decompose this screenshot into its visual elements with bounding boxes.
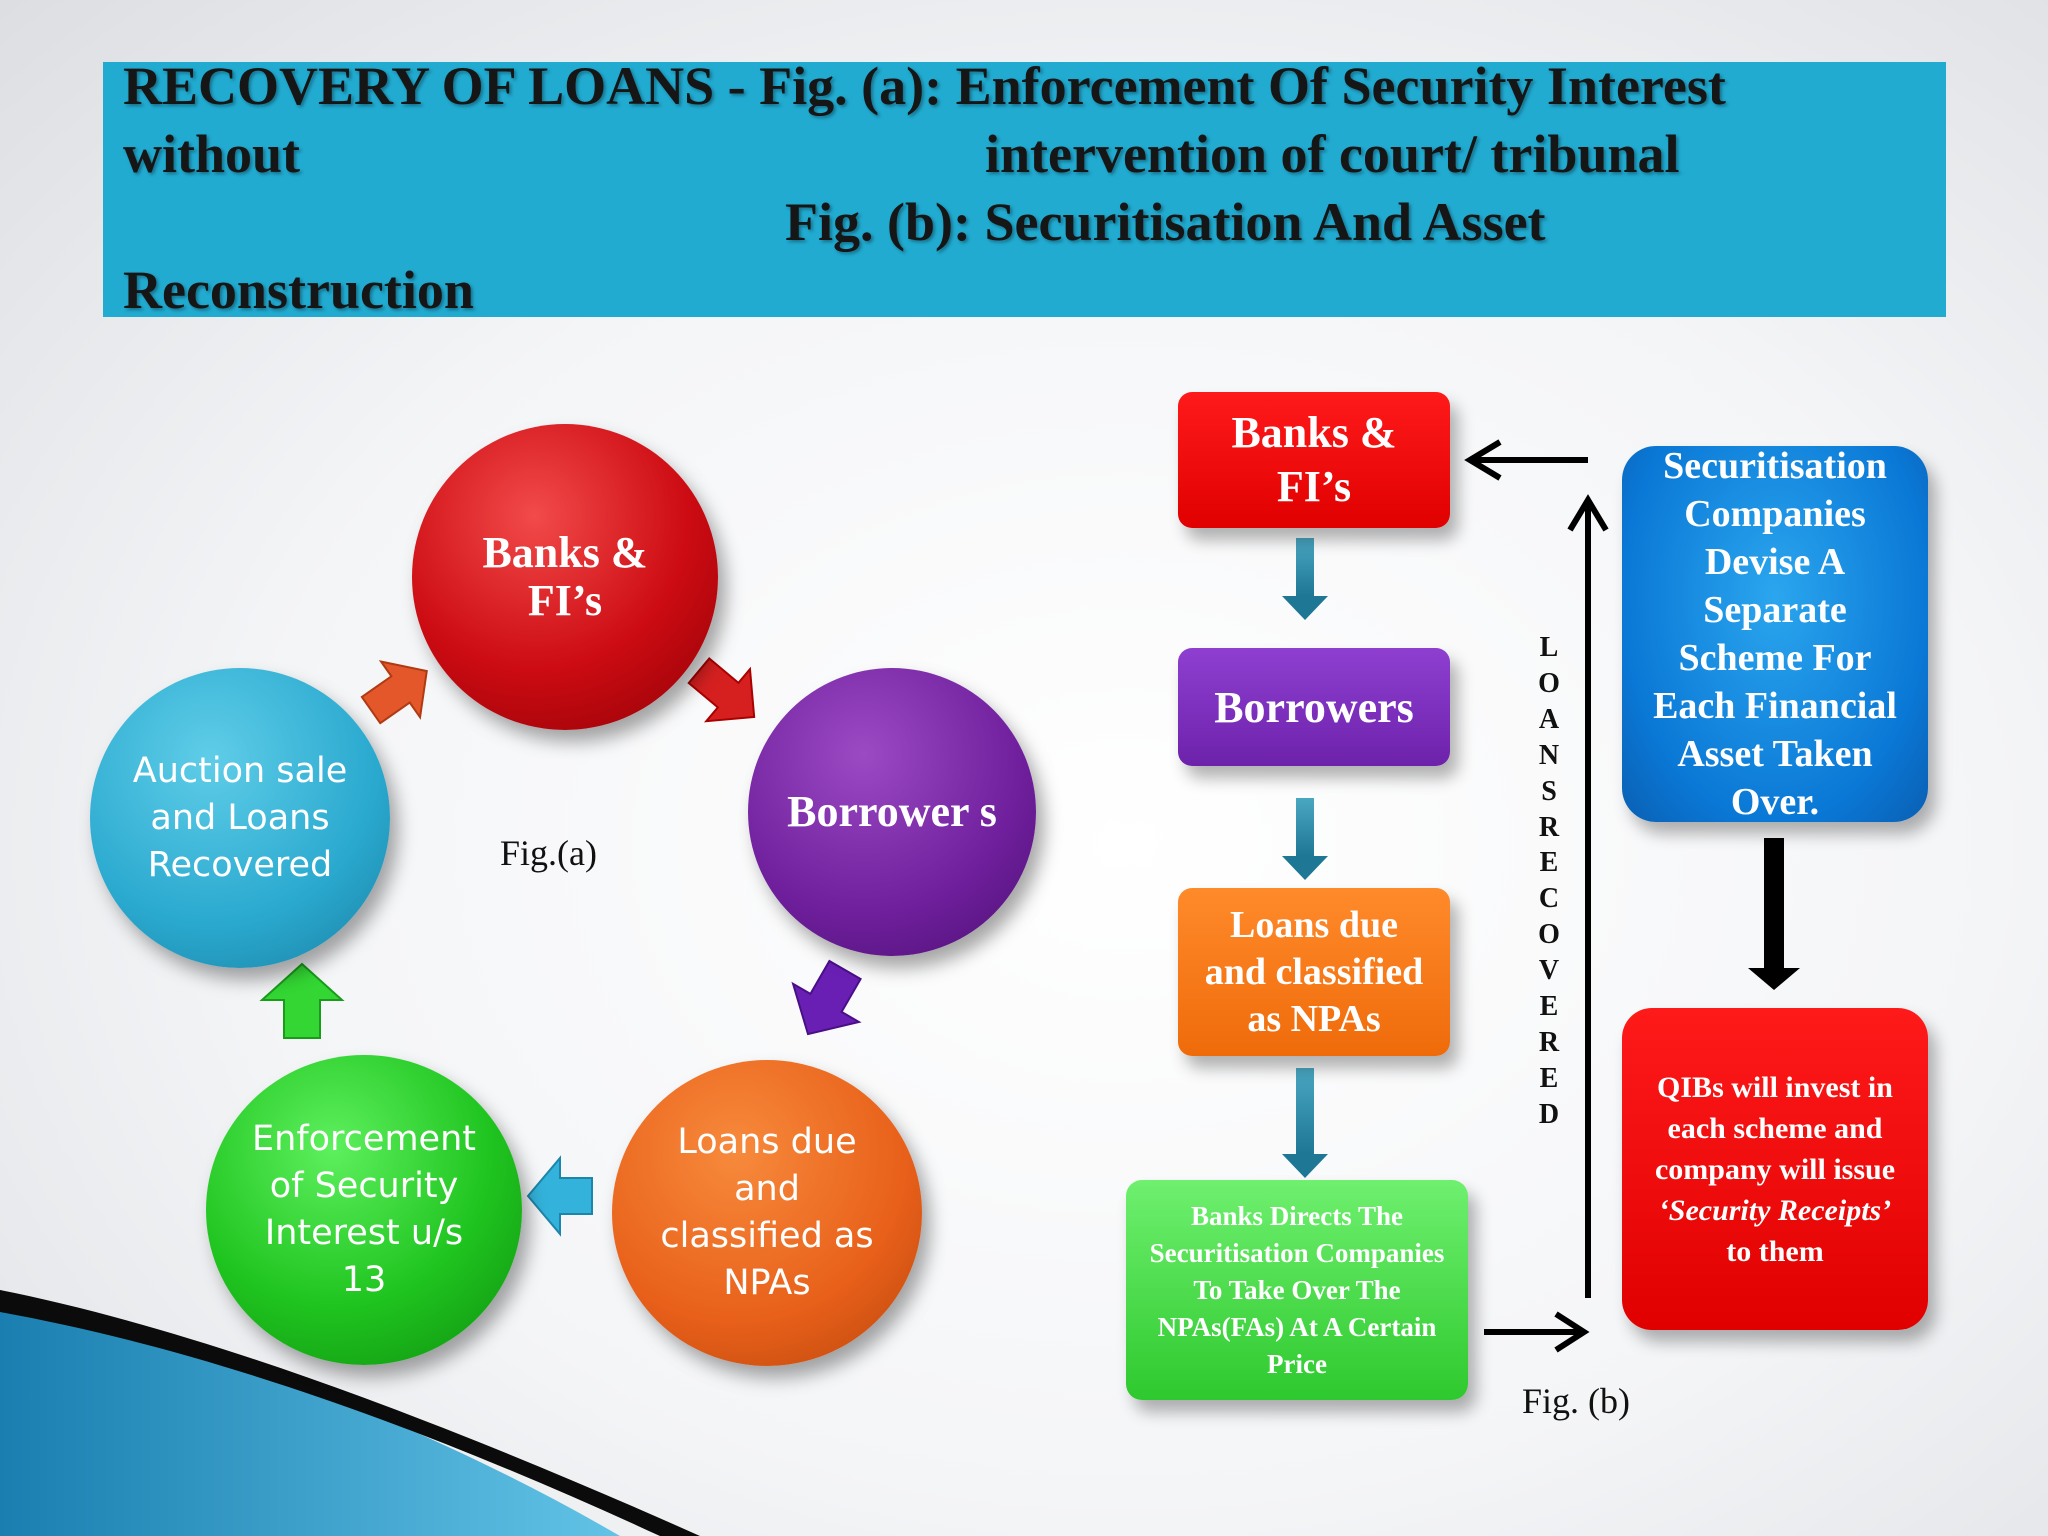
arrow-enforcement-to-auction: [259, 962, 345, 1039]
arrow-banks-to-borrowers: [687, 657, 756, 723]
arrow-auction-to-banks: [360, 660, 428, 725]
title-line-2-left: without: [123, 124, 301, 184]
loans-recovered-vertical-label: LOANS RECOVERED: [1534, 630, 1564, 1133]
arrow-down-1: [1282, 538, 1328, 620]
title-line-1: RECOVERY OF LOANS - Fig. (a): Enforcemen…: [123, 56, 1726, 116]
fig-b-borrowers-box: Borrowers: [1178, 648, 1450, 766]
fig-b-qib-text: QIBs will invest in each scheme and comp…: [1646, 1067, 1904, 1272]
loans-recovered-text: LOANS RECOVERED: [1538, 632, 1564, 1130]
fig-b-securitisation-label: Securitisation Companies Devise A Separa…: [1653, 445, 1897, 823]
arrow-to-banks: [1464, 439, 1588, 481]
fig-a-auction-label: Auction sale and Loans Recovered: [132, 750, 348, 885]
fig-a-loans-circle: Loans due and classified as NPAs: [612, 1060, 922, 1366]
fig-b-loans-label: Loans due and classified as NPAs: [1204, 903, 1424, 1040]
fig-a-enforcement-circle: Enforcement of Security Interest u/s 13: [206, 1055, 522, 1365]
arrow-borrowers-to-loans: [791, 959, 862, 1036]
corner-swoosh: [0, 1290, 620, 1536]
arrow-to-loop: [1484, 1311, 1590, 1353]
fig-b-directs-label: Banks Directs The Securitisation Compani…: [1149, 1200, 1445, 1379]
fig-a-auction-circle: Auction sale and Loans Recovered: [90, 668, 390, 968]
title-line-4: Reconstruction: [123, 260, 474, 320]
fig-a-banks-circle: Banks & FI’s: [412, 424, 718, 730]
fig-a-borrowers-circle: Borrower s: [748, 668, 1036, 956]
fig-a-label: Fig.(a): [500, 833, 597, 873]
arrow-securitisation-to-qib: [1748, 838, 1800, 990]
arrow-loans-recovered-up: [1567, 494, 1609, 1298]
fig-b-banks-box: Banks & FI’s: [1178, 392, 1450, 528]
title-line-3: Fig. (b): Securitisation And Asset: [785, 192, 1546, 252]
fig-a-enforcement-label: Enforcement of Security Interest u/s 13: [252, 1119, 476, 1300]
fig-b-qib-text-italic: ‘Security Receipts’: [1658, 1193, 1892, 1227]
fig-b-borrowers-label: Borrowers: [1214, 682, 1414, 732]
title-line-2-right: intervention of court/ tribunal: [985, 124, 1680, 184]
fig-b-banks-label: Banks & FI’s: [1231, 408, 1397, 511]
fig-b-qib-text-pre: QIBs will invest in each scheme and comp…: [1654, 1070, 1896, 1186]
fig-b-qib-text-post: to them: [1726, 1234, 1824, 1268]
fig-a-banks-label: Banks & FI’s: [482, 528, 648, 625]
corner-swoosh-stroke: [0, 1290, 700, 1536]
arrow-down-3: [1282, 1068, 1328, 1178]
fig-b-qib-box: QIBs will invest in each scheme and comp…: [1622, 1008, 1928, 1330]
fig-b-securitisation-box: Securitisation Companies Devise A Separa…: [1622, 445, 1928, 823]
fig-b-label: Fig. (b): [1522, 1381, 1630, 1421]
fig-a-loans-label: Loans due and classified as NPAs: [660, 1122, 874, 1303]
fig-b-loans-box: Loans due and classified as NPAs: [1178, 888, 1450, 1056]
arrow-loans-to-enforcement: [526, 1155, 593, 1237]
fig-b-directs-box: Banks Directs The Securitisation Compani…: [1126, 1180, 1468, 1400]
fig-a-borrowers-label: Borrower s: [787, 787, 997, 836]
arrow-down-2: [1282, 798, 1328, 880]
title-bar: RECOVERY OF LOANS - Fig. (a): Enforcemen…: [103, 56, 1946, 320]
